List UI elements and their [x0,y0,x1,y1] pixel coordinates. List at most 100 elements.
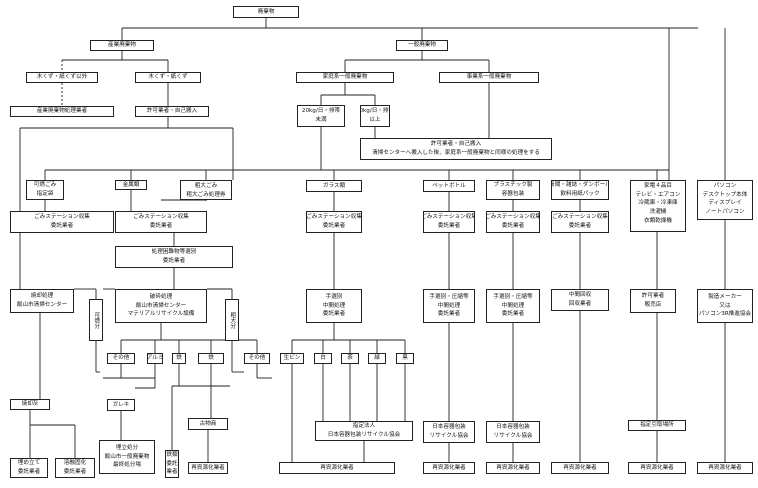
node-label: 鉄 [208,355,214,362]
node-label: 粗大ごみ処理券 [186,191,226,198]
node-label: 委託業者 [437,223,461,229]
node-col-metal: ごみステーション収集委託業者 [115,211,207,233]
node-plastic: プラスチック製容器包装 [486,180,540,200]
node-ash: 焼却灰 [10,399,50,410]
node-label: 委託業者 [50,223,74,229]
node-label: 許可業者・自己搬入 [430,141,482,148]
node-label: 溶融固化 [63,460,87,467]
node-col-pet: ごみステーション収集委託業者 [423,211,475,233]
node-label: 委託業者 [322,311,346,318]
node-rubble: ガレキ [107,399,135,411]
node-label: 産業廃棄物 [108,42,136,49]
node-label: 飯山市清掃センター [16,302,68,308]
node-petbottle: ペットボトル [423,180,475,192]
node-r6: 再資源化業者 [628,462,686,474]
node-label: 日本容器包装リサイクル協会 [327,432,401,438]
node-label: 粗大ごみ [194,183,218,189]
node-label: 委託業者 [437,311,461,318]
node-melt: 溶融固化委託業者 [55,458,95,478]
node-label: 手選別 [325,294,343,301]
node-g-green: 緑 [368,353,386,364]
node-label: 回収業者 [568,301,592,307]
node-label: リサイクル協会 [493,433,533,439]
node-licensed-clean: 許可業者・自己搬入清掃センターへ搬入した後、家庭系一般廃棄物と同様の処理をする [360,138,552,160]
node-label: 金属類 [122,181,140,188]
node-under20: 20kg/日・排帯未満 [297,105,345,127]
node-label: 事業系一般廃棄物 [466,74,512,81]
node-label: 日本容器包装 [432,424,466,431]
node-label: 許可業者・自己搬入 [146,108,198,115]
node-label: 最終処分場 [113,462,141,469]
node-label: 指定袋 [36,191,54,197]
node-label: 委託業者 [501,223,525,229]
node-label: 日本容器包装 [496,424,530,431]
node-label: パソコン3R推進協会 [698,311,752,318]
node-label: 中間処理 [437,302,461,309]
node-r1: 再資源化業者 [188,462,228,474]
node-label: 容器包装 [501,191,525,197]
node-label: 家電４品目 [644,183,672,189]
node-r2: 再資源化業者 [279,462,395,474]
node-maker: 製造メーカー又はパソコン3R推進協会 [697,289,753,323]
node-incin: 焼却処理飯山市清掃センター [10,289,74,313]
node-sort-plastic: 手選別・圧縮等中間処理委託業者 [486,289,540,323]
node-label: 焼却処理 [30,293,54,300]
node-col-plastic: ごみステーション収集委託業者 [486,211,540,233]
node-label: 古物商 [199,420,217,427]
node-scrap: 古物商 [188,418,228,430]
node-label: 再資源化業者 [563,464,597,471]
node-g-white: 白 [314,353,332,364]
node-business: 事業系一般廃棄物 [439,72,539,83]
node-jcpra-pla: 日本容器包装リサイクル協会 [486,421,540,443]
node-label: 白 [320,355,326,362]
node-label: 20kg/日・排帯 [301,108,341,115]
node-label: 廃棄物 [257,8,275,15]
node-sort-pet: 手選別・圧縮等中間処理委託業者 [423,289,475,323]
node-label: 委託業者 [17,469,41,475]
node-label: ノートパソコン [705,208,745,215]
node-root: 廃棄物 [233,6,299,18]
node-burnable: 可燃ごみ指定袋 [26,180,64,200]
node-col-glass: ごみステーション収集委託業者 [306,211,362,233]
node-r3: 再資源化業者 [423,462,475,474]
node-label: 委託業者 [63,469,87,475]
node-label: 再資源化業者 [496,464,530,471]
node-col-burnable: ごみステーション収集委託業者 [10,211,114,233]
node-label: 清掃センターへ搬入した後、家庭系一般廃棄物と同様の処理をする [372,150,540,156]
node-iron-contract: 鉄類委託業者 [165,450,179,478]
node-over20: 20kg/日・排帯以上 [360,105,390,127]
node-r7: 再資源化業者 [697,462,753,474]
node-label: 手選別・圧縮等 [493,294,533,301]
node-label: ペットボトル [432,182,466,189]
node-label: 指定法人 [352,423,376,430]
node-label: 飲料用紙パック [560,191,600,197]
node-label: 埋立処分 [115,445,139,452]
node-label: 販売店 [644,302,662,308]
node-label: ごみステーション収集 [34,214,90,221]
node-paper: 新聞・雑誌・ダンボール飲料用紙パック [551,180,609,200]
node-industrial-handler: 産業廃棄物処理業者 [10,106,114,117]
node-g-raw: 生ビン [280,353,304,364]
node-wood-other: 木くず・紙くず以外 [26,72,98,83]
node-label: アルミ [147,355,163,362]
node-label: ごみステーション収集 [133,214,189,221]
node-label: 再資源化業者 [640,464,674,471]
node-label: 委託業者 [322,223,346,229]
node-label: ごみステーション収集 [552,214,608,221]
node-r4: 再資源化業者 [486,462,540,474]
node-label: 飯山市清掃センター [135,302,187,309]
node-label: 再資源化業者 [320,464,354,471]
node-label: 中間処理 [501,302,525,309]
node-label: 製造メーカー [708,294,742,301]
node-label: 緑 [374,355,380,362]
node-label: 未満 [315,117,327,123]
node-label: 手選別・圧縮等 [429,294,469,301]
node-label: ごみステーション収集 [306,214,362,221]
node-label: 指定引取場所 [640,422,674,429]
node-landfill: 埋め立て委託業者 [10,458,48,478]
node-label: 鉄 [176,355,182,362]
node-label: ディスプレイ [708,200,742,207]
node-jcpra-pet: 日本容器包装リサイクル協会 [423,421,475,443]
